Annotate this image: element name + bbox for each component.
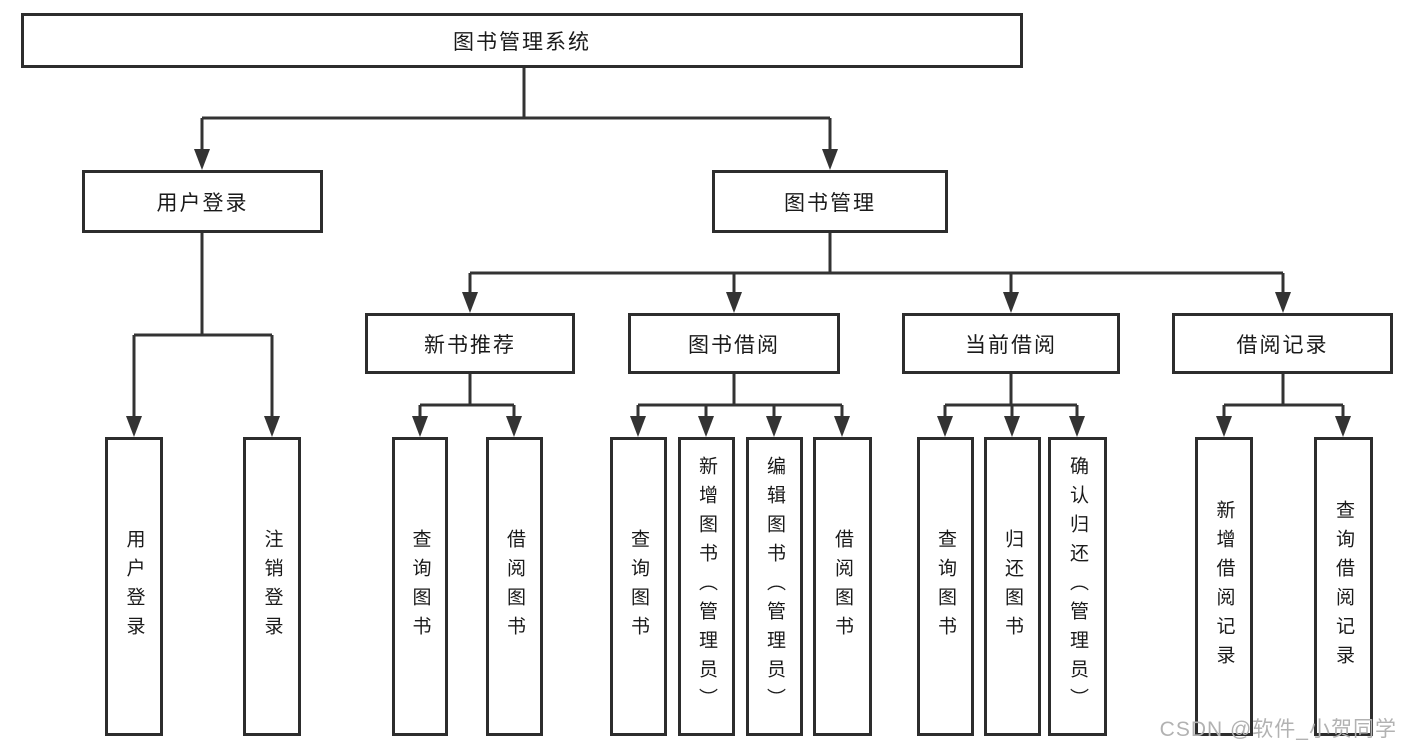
leaf-user-login: 用户登录 — [105, 437, 163, 736]
arrowhead-icon — [726, 292, 742, 313]
arrowhead-icon — [834, 416, 850, 437]
leaf-logout-login: 注销登录 — [243, 437, 301, 736]
arrowhead-icon — [937, 416, 953, 437]
leaf-edit-books-admin: 编辑图书（管理员） — [746, 437, 803, 736]
leaf-borrow-books-borrowing: 借阅图书 — [813, 437, 872, 736]
arrowhead-icon — [1069, 416, 1085, 437]
leaf-query-books-recommend: 查询图书 — [392, 437, 448, 736]
arrowhead-icon — [698, 416, 714, 437]
system-root-node: 图书管理系统 — [21, 13, 1023, 68]
leaf-label: 用户登录 — [123, 528, 145, 645]
arrowhead-icon — [1335, 416, 1351, 437]
arrowhead-icon — [822, 149, 838, 170]
leaf-label: 新增借阅记录 — [1213, 499, 1235, 674]
arrowhead-icon — [412, 416, 428, 437]
node-new-book-recommendation: 新书推荐 — [365, 313, 575, 374]
arrowhead-icon — [1003, 292, 1019, 313]
leaf-borrow-books-recommend: 借阅图书 — [486, 437, 543, 736]
arrowhead-icon — [1216, 416, 1232, 437]
leaf-add-books-admin: 新增图书（管理员） — [678, 437, 735, 736]
arrowhead-icon — [126, 416, 142, 437]
leaf-label: 查询图书 — [409, 528, 431, 645]
leaf-confirm-return-admin: 确认归还（管理员） — [1048, 437, 1107, 736]
node-current-borrowing: 当前借阅 — [902, 313, 1120, 374]
leaf-query-books-borrowing: 查询图书 — [610, 437, 667, 736]
leaf-label: 归还图书 — [1002, 528, 1023, 645]
arrowhead-icon — [264, 416, 280, 437]
leaf-return-books: 归还图书 — [984, 437, 1041, 736]
leaf-query-books-current: 查询图书 — [917, 437, 974, 736]
node-book-borrowing: 图书借阅 — [628, 313, 840, 374]
arrowhead-icon — [194, 149, 210, 170]
leaf-label: 借阅图书 — [832, 528, 853, 645]
leaf-query-borrow-record: 查询借阅记录 — [1314, 437, 1373, 736]
node-book-management: 图书管理 — [712, 170, 948, 233]
leaf-label: 借阅图书 — [504, 528, 525, 645]
arrowhead-icon — [462, 292, 478, 313]
leaf-label: 确认归还（管理员） — [1067, 456, 1088, 717]
leaf-add-borrow-record: 新增借阅记录 — [1195, 437, 1253, 736]
leaf-label: 查询图书 — [628, 528, 649, 645]
arrowhead-icon — [506, 416, 522, 437]
leaf-label: 新增图书（管理员） — [696, 456, 717, 717]
node-borrowing-records: 借阅记录 — [1172, 313, 1393, 374]
leaf-label: 查询图书 — [935, 528, 956, 645]
arrowhead-icon — [630, 416, 646, 437]
arrowhead-icon — [1275, 292, 1291, 313]
leaf-label: 编辑图书（管理员） — [764, 456, 785, 717]
arrowhead-icon — [1004, 416, 1020, 437]
leaf-label: 注销登录 — [261, 528, 283, 645]
leaf-label: 查询借阅记录 — [1333, 499, 1354, 674]
node-user-login: 用户登录 — [82, 170, 323, 233]
arrowhead-icon — [766, 416, 782, 437]
